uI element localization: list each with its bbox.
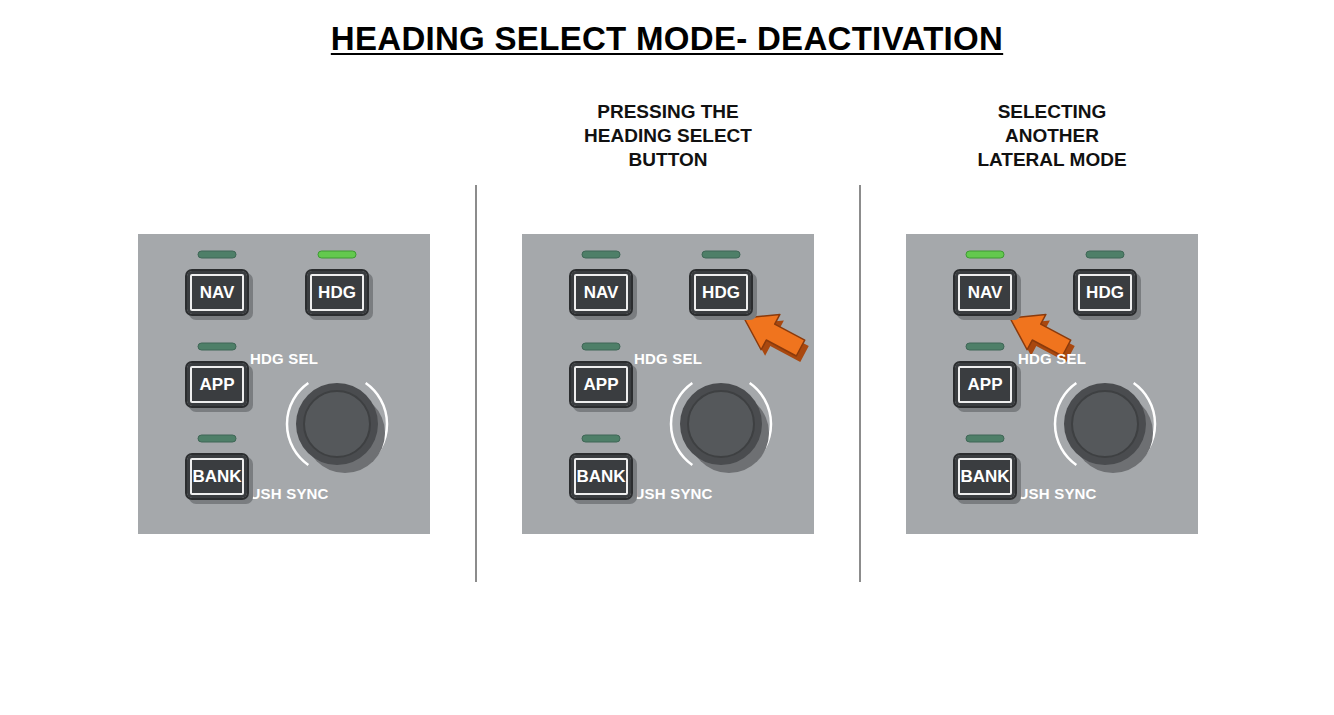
button-label: NAV xyxy=(968,283,1003,303)
mode-button: APP xyxy=(185,361,249,408)
button-label: APP xyxy=(200,375,235,395)
mode-button: HDG xyxy=(689,269,753,316)
mode-button: NAV xyxy=(953,269,1017,316)
mode-button: APP xyxy=(569,361,633,408)
mode-indicator-light xyxy=(318,251,356,258)
mode-indicator-light xyxy=(582,343,620,350)
autopilot-panel: HDG SEL PUSH SYNC NAV HDG APP BANK xyxy=(138,234,430,534)
button-label: HDG xyxy=(702,283,740,303)
mode-button: BANK xyxy=(953,453,1017,500)
mode-indicator-light xyxy=(1086,251,1124,258)
button-label: BANK xyxy=(576,467,625,487)
diagram-title: HEADING SELECT MODE- DEACTIVATION xyxy=(0,20,1334,58)
mode-button: BANK xyxy=(569,453,633,500)
heading-knob xyxy=(1064,383,1146,465)
panel-heading: PRESSING THE HEADING SELECT BUTTON xyxy=(580,100,756,172)
panel-plate xyxy=(906,234,1198,534)
button-label: NAV xyxy=(584,283,619,303)
heading-knob-cap xyxy=(304,391,370,457)
button-label: BANK xyxy=(960,467,1009,487)
mode-button: HDG xyxy=(1073,269,1137,316)
mode-indicator-light xyxy=(198,435,236,442)
knob-label: PUSH SYNC xyxy=(138,485,430,502)
knob-label: HDG SEL xyxy=(522,350,814,367)
heading-knob-cap xyxy=(1072,391,1138,457)
mode-indicator-light xyxy=(966,251,1004,258)
mode-indicator-light xyxy=(966,343,1004,350)
button-label: APP xyxy=(968,375,1003,395)
button-label: BANK xyxy=(192,467,241,487)
title-text: HEADING SELECT MODE- DEACTIVATION xyxy=(331,20,1003,57)
heading-knob xyxy=(680,383,762,465)
mode-button: BANK xyxy=(185,453,249,500)
heading-knob xyxy=(296,383,378,465)
button-label: HDG xyxy=(1086,283,1124,303)
button-label: HDG xyxy=(318,283,356,303)
mode-indicator-light xyxy=(582,251,620,258)
mode-indicator-light xyxy=(198,251,236,258)
mode-button: APP xyxy=(953,361,1017,408)
knob-label: HDG SEL xyxy=(138,350,430,367)
panel-heading: SELECTING ANOTHER LATERAL MODE xyxy=(964,100,1140,172)
knob-label: HDG SEL xyxy=(906,350,1198,367)
mode-indicator-light xyxy=(702,251,740,258)
autopilot-panel: PRESSING THE HEADING SELECT BUTTONHDG SE… xyxy=(522,234,814,534)
button-label: APP xyxy=(584,375,619,395)
button-label: NAV xyxy=(200,283,235,303)
mode-button: NAV xyxy=(185,269,249,316)
panel-plate xyxy=(522,234,814,534)
heading-knob-cap xyxy=(688,391,754,457)
knob-label: PUSH SYNC xyxy=(522,485,814,502)
mode-button: NAV xyxy=(569,269,633,316)
mode-indicator-light xyxy=(966,435,1004,442)
knob-label: PUSH SYNC xyxy=(906,485,1198,502)
autopilot-panel: SELECTING ANOTHER LATERAL MODEHDG SELPUS… xyxy=(906,234,1198,534)
panel-plate xyxy=(138,234,430,534)
divider-line xyxy=(859,185,861,582)
mode-indicator-light xyxy=(582,435,620,442)
mode-indicator-light xyxy=(198,343,236,350)
divider-line xyxy=(475,185,477,582)
mode-button: HDG xyxy=(305,269,369,316)
